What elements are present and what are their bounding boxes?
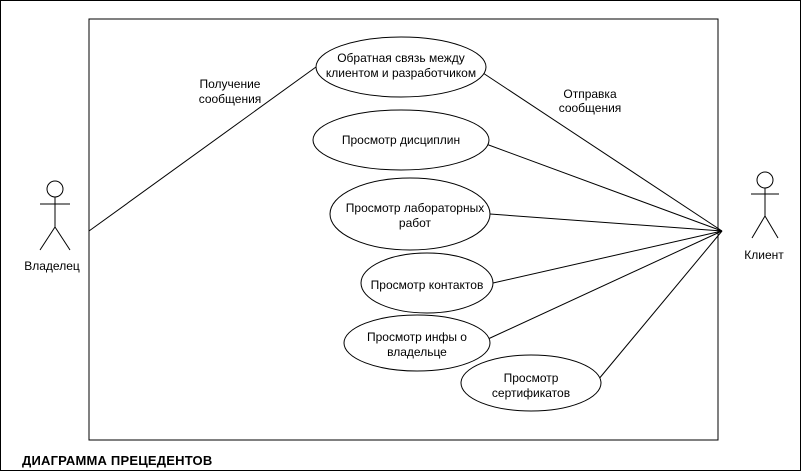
use-case-labs-line2: работ [399, 216, 432, 230]
use-case-certificates: Просмотр сертификатов [460, 354, 602, 412]
actor-owner-figure [39, 180, 71, 251]
use-case-disciplines: Просмотр дисциплин [312, 109, 490, 171]
use-case-certificates-line2: сертификатов [492, 386, 570, 400]
use-case-owner-info: Просмотр инфы о владельце [343, 314, 491, 372]
use-case-owner-info-line1: Просмотр инфы о [367, 330, 467, 344]
use-case-disciplines-label: Просмотр дисциплин [342, 133, 460, 147]
association-client-contacts [492, 230, 723, 284]
use-case-owner-info-line2: владельце [387, 345, 447, 359]
use-case-contacts-label: Просмотр контактов [371, 278, 484, 292]
diagram-caption: ДИАГРАММА ПРЕЦЕДЕНТОВ [22, 453, 213, 468]
actor-client-label: Клиент [744, 248, 784, 262]
association-owner-feedback [88, 66, 317, 232]
use-case-contacts: Просмотр контактов [360, 252, 494, 314]
actor-owner-label: Владелец [24, 259, 80, 273]
use-case-labs: Просмотр лабораторных работ [329, 177, 491, 251]
association-client-labs [489, 213, 723, 232]
use-case-certificates-line1: Просмотр [504, 371, 559, 385]
use-case-labs-line1: Просмотр лабораторных [346, 201, 484, 215]
association-client-disciplines [485, 143, 723, 232]
relation-label-receive-line1: Получение [200, 77, 261, 91]
actor-client-figure [751, 171, 779, 239]
association-client-owner-info [487, 230, 723, 340]
use-case-feedback-line2: клиентом и разработчиком [326, 66, 476, 80]
relation-label-send-line1: Отправка [563, 87, 617, 101]
associations [88, 66, 723, 381]
association-client-certificates [597, 230, 723, 381]
association-client-feedback [482, 72, 723, 232]
use-case-feedback: Обратная связь между клиентом и разработ… [315, 36, 487, 98]
relation-label-receive-line2: сообщения [199, 92, 262, 106]
use-case-feedback-line1: Обратная связь между [337, 51, 465, 65]
relation-label-send-line2: сообщения [559, 101, 622, 115]
